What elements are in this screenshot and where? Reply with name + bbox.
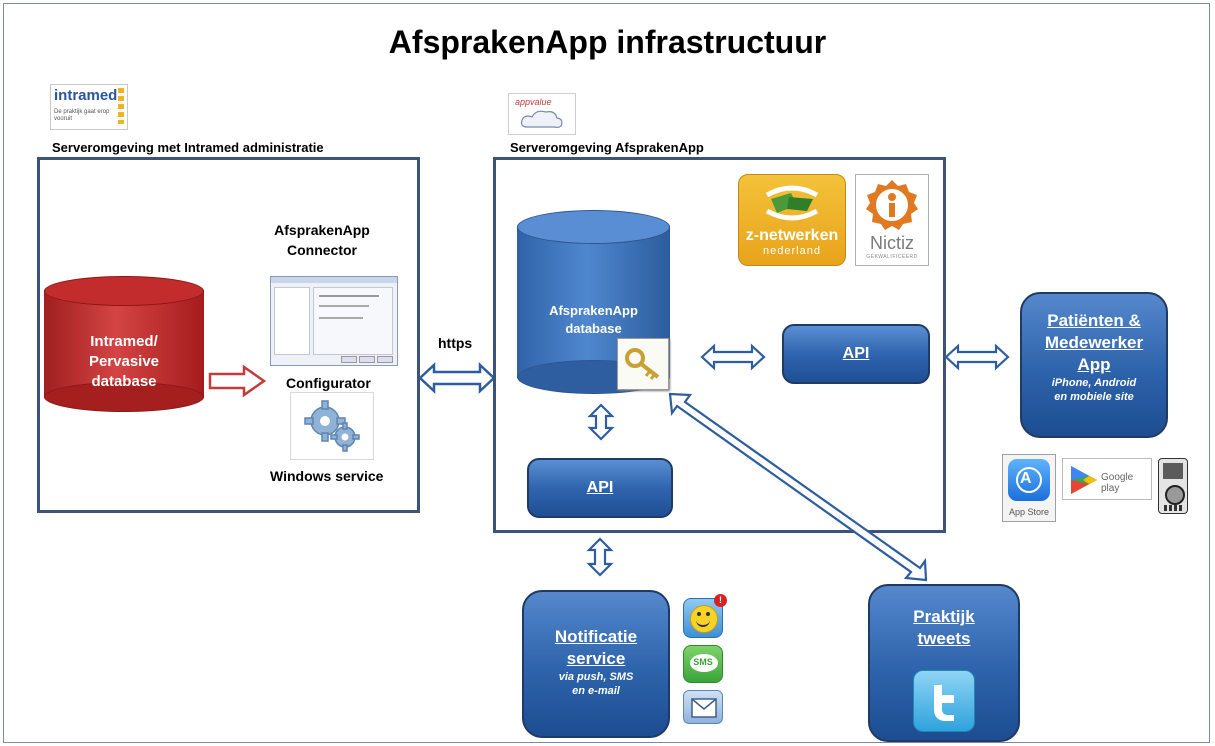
windows-service-label: Windows service — [270, 468, 384, 484]
znetwerken-logo: z-netwerken nederland — [738, 174, 846, 266]
api-patients-double-arrow — [944, 343, 1010, 371]
configurator-label: Configurator — [286, 375, 371, 391]
patients-line1: Patiënten & — [1047, 311, 1141, 330]
db-apibottom-double-arrow — [587, 403, 615, 441]
appstore-badge: A App Store — [1002, 454, 1056, 522]
nictiz-name: Nictiz — [870, 233, 914, 253]
appvalue-logo-text: appvalue — [515, 97, 552, 107]
notificatie-line2: service — [566, 649, 626, 668]
sms-icon: SMS — [683, 645, 723, 683]
connector-title: AfsprakenApp Connector — [262, 220, 382, 260]
googleplay-label: Google play — [1101, 472, 1134, 494]
configurator-screenshot — [270, 276, 398, 366]
email-icon — [683, 690, 723, 724]
api-notificatie-double-arrow — [586, 537, 614, 577]
api-bottom-button[interactable]: API — [527, 458, 673, 518]
nictiz-seal-icon — [866, 180, 918, 230]
intramed-db-line2: Pervasive — [88, 353, 160, 370]
notificatie-sub1: via push, SMS — [558, 671, 634, 683]
appvalue-logo: appvalue — [508, 93, 576, 135]
notificatie-line1: Notificatie — [554, 627, 638, 646]
patients-app-button[interactable]: Patiënten & Medewerker App iPhone, Andro… — [1020, 292, 1168, 438]
connector-title-line1: AfsprakenApp — [274, 222, 370, 238]
mobile-phone-icon — [1158, 458, 1188, 514]
key-icon — [617, 338, 669, 390]
afsprakenapp-db-line2: database — [565, 321, 622, 336]
intramed-db-line3: database — [91, 373, 157, 390]
db-to-connector-arrow — [208, 364, 267, 398]
cloud-icon — [520, 110, 563, 128]
diagram-title: AfsprakenApp infrastructuur — [388, 24, 827, 60]
sms-icon-label: SMS — [693, 657, 713, 667]
right-env-label: Serveromgeving AfsprakenApp — [510, 140, 704, 155]
api-right-button[interactable]: API — [782, 324, 930, 384]
appstore-icon: A — [1008, 459, 1050, 501]
znetwerken-arrows-icon — [765, 185, 819, 221]
https-label: https — [438, 335, 473, 351]
https-double-arrow — [418, 362, 496, 394]
notificatie-service-button[interactable]: Notificatie service via push, SMS en e-m… — [522, 590, 670, 738]
gear-icon — [304, 400, 360, 452]
znetwerken-line2: nederland — [763, 245, 821, 257]
afsprakenapp-db-line1: AfsprakenApp — [549, 303, 638, 318]
left-env-box — [37, 157, 420, 513]
praktijk-line2: tweets — [917, 629, 971, 648]
appstore-label: App Store — [1008, 507, 1050, 517]
connector-title-line2: Connector — [287, 242, 357, 258]
right-env-box — [493, 157, 946, 533]
db-api-double-arrow — [700, 343, 766, 371]
windows-service-icon — [290, 392, 374, 460]
left-env-label: Serveromgeving met Intramed administrati… — [52, 140, 324, 155]
notificatie-sub2: en e-mail — [572, 685, 620, 697]
diagram-frame — [3, 3, 1210, 743]
patients-sub1: iPhone, Android — [1051, 377, 1137, 389]
nictiz-logo: Nictiz GEKWALIFICEERD — [855, 174, 929, 266]
push-notification-icon: ! — [683, 594, 727, 638]
patients-sub2: en mobiele site — [1054, 391, 1134, 403]
intramed-logo: intramed De praktijk gaat erop vooruit — [50, 84, 128, 130]
praktijk-line1: Praktijk — [913, 607, 975, 626]
nictiz-sub: GEKWALIFICEERD — [866, 254, 918, 260]
googleplay-icon — [1071, 466, 1097, 494]
intramed-logo-dots — [118, 88, 124, 124]
intramed-db-line1: Intramed/ — [90, 333, 158, 350]
twitter-bird-icon — [913, 670, 975, 732]
db-praktijk-double-arrow — [668, 392, 928, 582]
patients-line2: Medewerker — [1044, 333, 1144, 352]
intramed-database: Intramed/ Pervasive database — [44, 276, 204, 412]
znetwerken-line1: z-netwerken — [745, 227, 839, 244]
intramed-logo-tagline: De praktijk gaat erop vooruit — [54, 109, 110, 122]
intramed-logo-name: intramed — [54, 87, 118, 104]
patients-line3: App — [1077, 355, 1111, 374]
googleplay-badge: Google play — [1062, 458, 1152, 500]
